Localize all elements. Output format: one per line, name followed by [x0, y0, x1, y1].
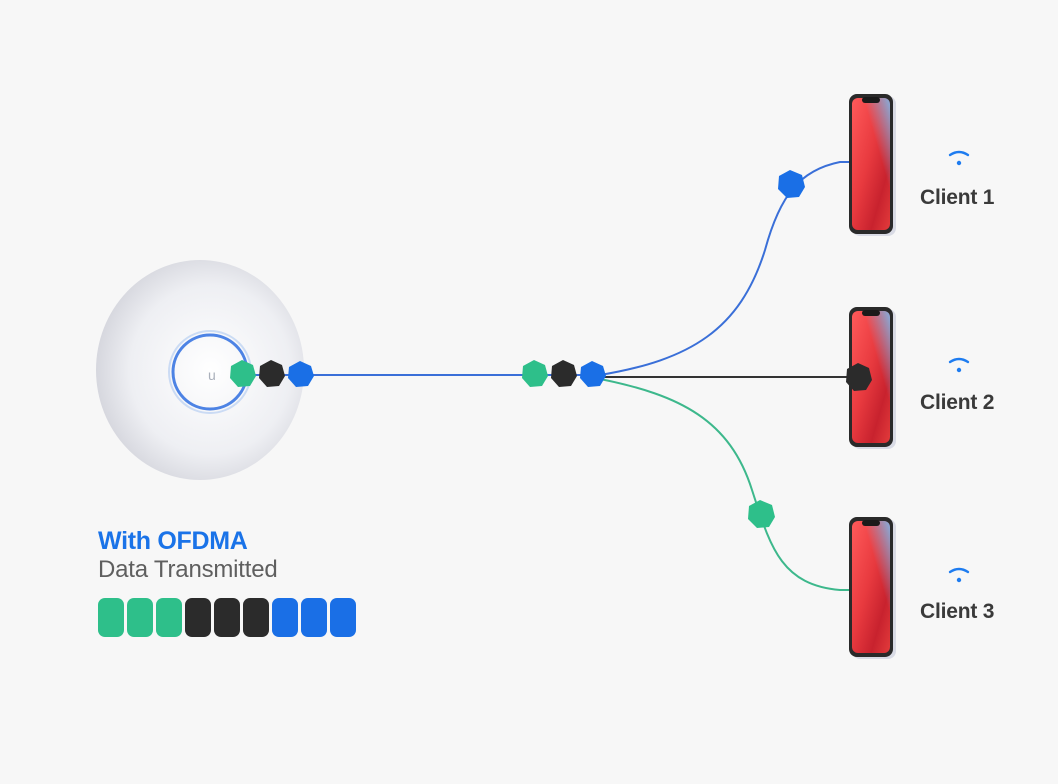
data-segment-green	[98, 598, 124, 637]
wifi-icon	[948, 567, 970, 583]
smartphone-icon	[849, 94, 896, 236]
link-client-3	[599, 378, 875, 591]
wifi-icon	[948, 357, 970, 373]
legend: With OFDMA Data Transmitted	[98, 527, 356, 637]
hexagon-packet-icon	[846, 363, 872, 391]
hexagon-packet-icon	[288, 361, 314, 387]
hexagon-packet-icon	[259, 360, 285, 387]
packets-at-split	[522, 360, 606, 387]
legend-title: With OFDMA	[98, 527, 248, 555]
data-segment-blue	[301, 598, 327, 637]
data-transmitted-bar	[98, 598, 356, 637]
data-segment-blue	[330, 598, 356, 637]
data-segment-black	[185, 598, 211, 637]
smartphone-icon	[849, 307, 896, 449]
client-3-label: Client 3	[920, 600, 995, 623]
client-1-label: Client 1	[920, 186, 995, 209]
hexagon-packet-icon	[230, 360, 256, 387]
hexagon-packet-icon	[778, 170, 805, 198]
hexagon-packet-icon	[522, 360, 548, 387]
hexagon-packet-icon	[551, 360, 577, 387]
data-segment-green	[156, 598, 182, 637]
hexagon-packet-icon	[580, 361, 606, 387]
svg-text:u: u	[208, 367, 216, 383]
data-segment-green	[127, 598, 153, 637]
packets-at-ap	[230, 360, 314, 387]
legend-subtitle: Data Transmitted	[98, 556, 278, 583]
link-client-1	[599, 161, 875, 376]
client-2-label: Client 2	[920, 391, 995, 414]
hexagon-packet-icon	[748, 500, 775, 528]
wifi-icon	[948, 150, 970, 166]
data-segment-black	[243, 598, 269, 637]
data-segment-black	[214, 598, 240, 637]
data-segment-blue	[272, 598, 298, 637]
smartphone-icon	[849, 517, 896, 659]
